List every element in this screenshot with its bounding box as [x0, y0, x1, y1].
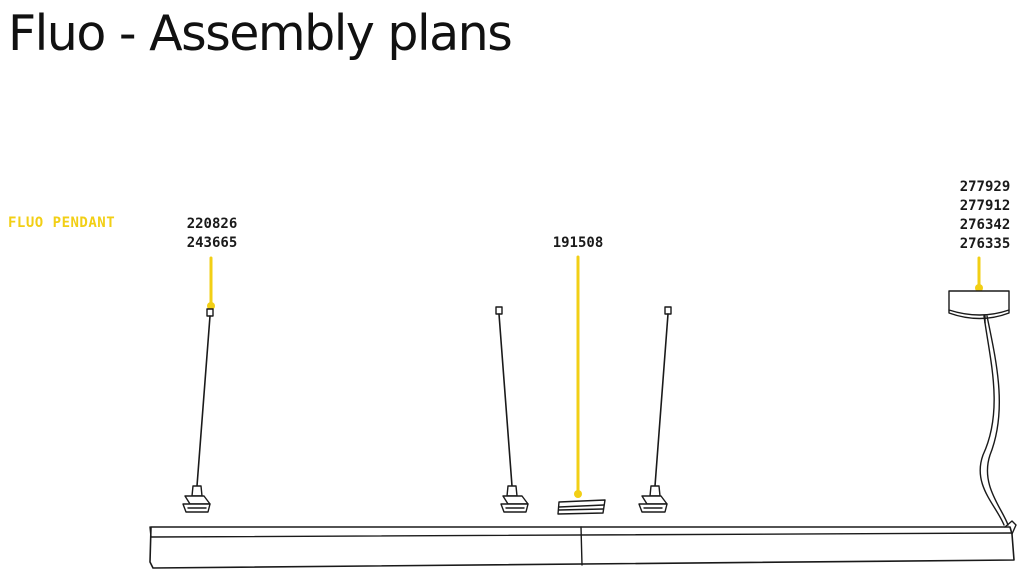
page-title: Fluo - Assembly plans — [8, 5, 513, 62]
suspension-cable-3 — [638, 306, 672, 513]
part-code: 220826 — [186, 216, 238, 232]
callout-codes-canopy: 277929 277912 276342 276335 — [945, 178, 1020, 254]
part-code: 277929 — [959, 179, 1011, 195]
linear-light-body — [149, 520, 1017, 569]
leader-lines — [209, 255, 981, 497]
leader-dot-canopy — [975, 284, 983, 292]
part-code: 276335 — [959, 236, 1011, 252]
ceiling-canopy — [948, 290, 1010, 526]
suspension-cable-2 — [495, 306, 529, 513]
callout-codes-connector: 191508 — [538, 234, 618, 253]
part-code: 191508 — [552, 235, 604, 251]
leader-dot-connector — [574, 490, 582, 498]
part-code: 276342 — [959, 217, 1011, 233]
suspension-cable-1 — [182, 308, 214, 513]
callout-codes-suspension: 220826 243665 — [172, 215, 252, 253]
part-code: 243665 — [186, 235, 238, 251]
section-label: FLUO PENDANT — [8, 215, 116, 231]
leader-dot-suspension — [207, 302, 215, 310]
part-code: 277912 — [959, 198, 1011, 214]
connector-clip — [557, 499, 606, 515]
